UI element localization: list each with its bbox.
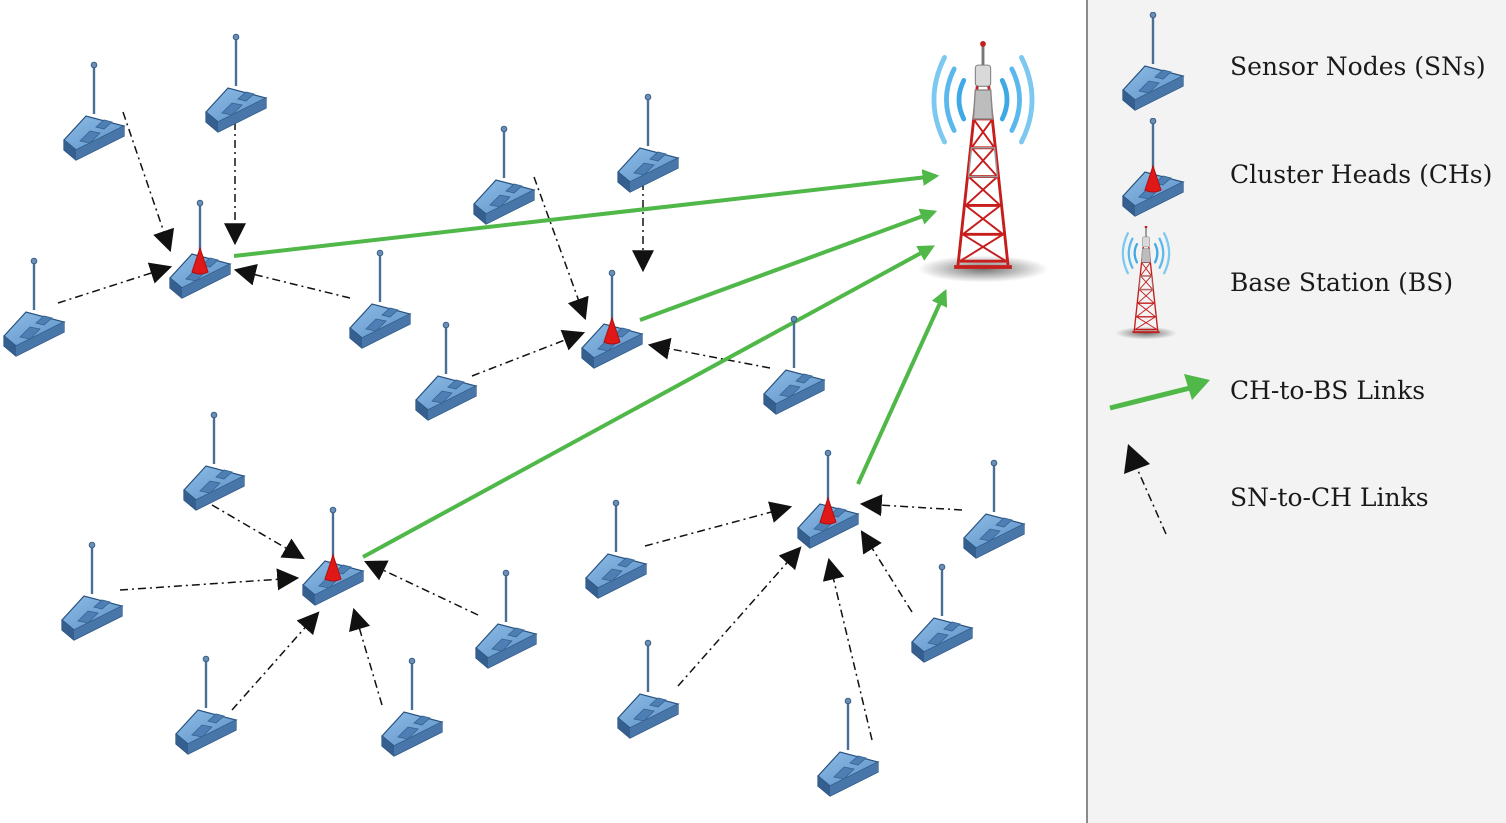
- ch-to-bs-link-icon: [1109, 374, 1210, 411]
- cluster-head-icon: [303, 507, 363, 605]
- sn-to-ch-link: [859, 494, 963, 517]
- sn-to-ch-link: [231, 611, 320, 711]
- sn-to-ch-link: [644, 501, 793, 547]
- sn-to-ch-link: [211, 504, 305, 560]
- sensor-node-icon: [60, 541, 124, 642]
- sensor-node-icon: [816, 697, 880, 798]
- sensor-node-icon: [182, 411, 246, 512]
- ch-to-bs-link: [856, 288, 948, 485]
- sensor-node-icon: [204, 32, 268, 134]
- sn-to-ch-links: [57, 111, 963, 741]
- sn-to-ch-link: [122, 111, 175, 253]
- sensor-node-icon: [380, 657, 444, 758]
- ch-to-bs-link: [639, 208, 938, 322]
- legend-base-station-label: Base Station (BS): [1230, 268, 1454, 297]
- cluster-head-icon: [582, 270, 642, 368]
- sensor-node-icon: [62, 60, 126, 162]
- ch-to-bs-link: [362, 245, 935, 559]
- base-station-tower-icon: [1114, 226, 1178, 341]
- sensor-node-icon: [762, 315, 826, 416]
- sensor-node-icon: [174, 655, 238, 756]
- sensor-node-icon: [474, 569, 538, 670]
- sn-to-ch-link: [647, 337, 771, 369]
- cluster-head-icon: [170, 200, 230, 298]
- sn-to-ch-link: [233, 264, 351, 299]
- sensor-node-icon: [962, 459, 1026, 560]
- sensor-node-icon: [616, 639, 680, 740]
- sn-to-ch-link: [349, 607, 383, 706]
- sn-to-ch-link: [533, 176, 589, 321]
- ch-to-bs-links: [233, 169, 948, 559]
- sensor-nodes: [2, 32, 1026, 798]
- sn-to-ch-link-icon: [1124, 444, 1167, 535]
- legend-panel: Sensor Nodes (SNs) Cluster Heads (CHs) B…: [1086, 0, 1506, 823]
- legend-cluster-heads-label: Cluster Heads (CHs): [1230, 160, 1493, 189]
- sensor-node-icon: [414, 321, 478, 422]
- sn-to-ch-link: [822, 557, 873, 741]
- ch-to-bs-link: [233, 169, 940, 258]
- sn-to-ch-link: [471, 329, 586, 377]
- sn-to-ch-link: [860, 530, 913, 613]
- sn-to-ch-link: [364, 560, 479, 616]
- sensor-node-icon: [584, 499, 648, 600]
- sensor-node-icon: [472, 124, 536, 226]
- base-station-tower-icon: [918, 41, 1049, 282]
- sn-to-ch-link: [57, 262, 173, 304]
- legend-ch-to-bs-label: CH-to-BS Links: [1230, 376, 1426, 405]
- legend-sn-to-ch-label: SN-to-CH Links: [1230, 483, 1429, 512]
- sensor-node-icon: [1121, 12, 1185, 112]
- network-diagram: [2, 32, 1085, 798]
- sn-to-ch-link: [677, 546, 802, 687]
- sensor-node-icon: [2, 257, 66, 358]
- sensor-node-icon: [910, 563, 974, 664]
- legend-sensor-nodes-label: Sensor Nodes (SNs): [1230, 52, 1486, 81]
- sensor-node-icon: [348, 248, 412, 350]
- cluster-head-icon: [1108, 118, 1198, 218]
- sn-to-ch-link: [119, 568, 300, 591]
- cluster-head-icon: [798, 450, 858, 548]
- sensor-node-icon: [616, 92, 680, 194]
- cluster-heads: [170, 200, 858, 605]
